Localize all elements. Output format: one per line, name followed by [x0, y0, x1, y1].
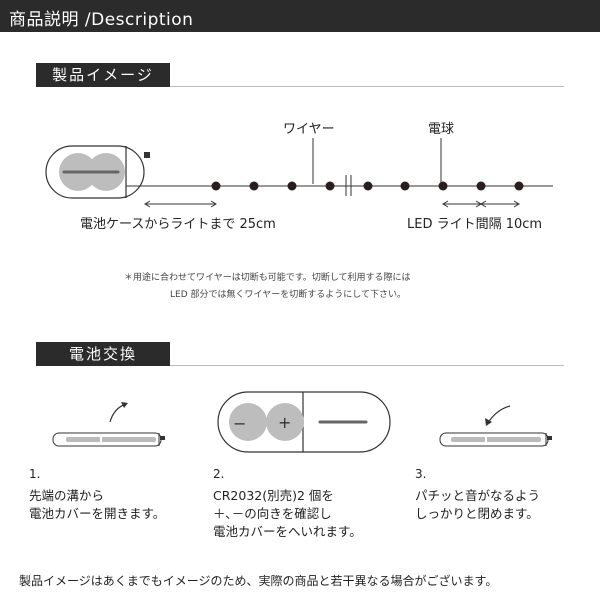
page-title: 商品説明 /Description: [9, 10, 194, 30]
step-text-line: 電池カバーを開きます。: [29, 506, 166, 521]
led-dots: [211, 181, 524, 191]
step-number: 3.: [415, 467, 427, 481]
header-bar: 商品説明 /Description: [0, 0, 600, 32]
step-text-line: しっかりと閉めます。: [415, 506, 539, 521]
cut-note-line-2: LED 部分では無くワイヤーを切断するようにして下さい。: [170, 290, 406, 300]
step1-case-illustration: [52, 402, 165, 447]
length-dimension-arrow: [144, 200, 217, 208]
step-text-line: CR2032(別売)2 個を: [213, 488, 334, 503]
step-text-line: パチッと音がなるよう: [415, 488, 541, 503]
battery-case-illustration: [45, 145, 150, 199]
step-text-line: 先端の溝から: [29, 488, 105, 503]
step-number: 2.: [213, 467, 225, 481]
wire-label: ワイヤー: [283, 122, 335, 137]
step-text-line: 電池カバーをへいれます。: [213, 524, 362, 539]
plus-symbol: +: [278, 413, 292, 432]
step3-case-illustration: [439, 405, 552, 447]
battery-length-label: 電池ケースからライトまで 25cm: [80, 217, 276, 232]
led-spacing-label: LED ライト間隔 10cm: [407, 217, 543, 232]
spacing-dimension-arrow: [442, 200, 520, 208]
section-label-product-image: 製品イメージ: [36, 63, 170, 87]
close-arrow-icon: [487, 405, 511, 424]
cut-note-line-1: ＊用途に合わせてワイヤーは切断も可能です。切断して利用する際には: [124, 273, 411, 283]
section-divider: [170, 86, 564, 87]
section-label-battery-exchange: 電池交換: [36, 342, 170, 366]
step-text-line: ＋､－の向きを確認し: [213, 506, 332, 521]
section-divider: [170, 365, 564, 366]
step-number: 1.: [29, 467, 41, 481]
bulb-label: 電球: [428, 122, 455, 137]
step2-case-illustration: [217, 391, 391, 453]
minus-symbol: −: [233, 414, 247, 433]
footer-disclaimer: 製品イメージはあくまでもイメージのため、実際の商品と若干異なる場合がございます。: [19, 574, 498, 588]
